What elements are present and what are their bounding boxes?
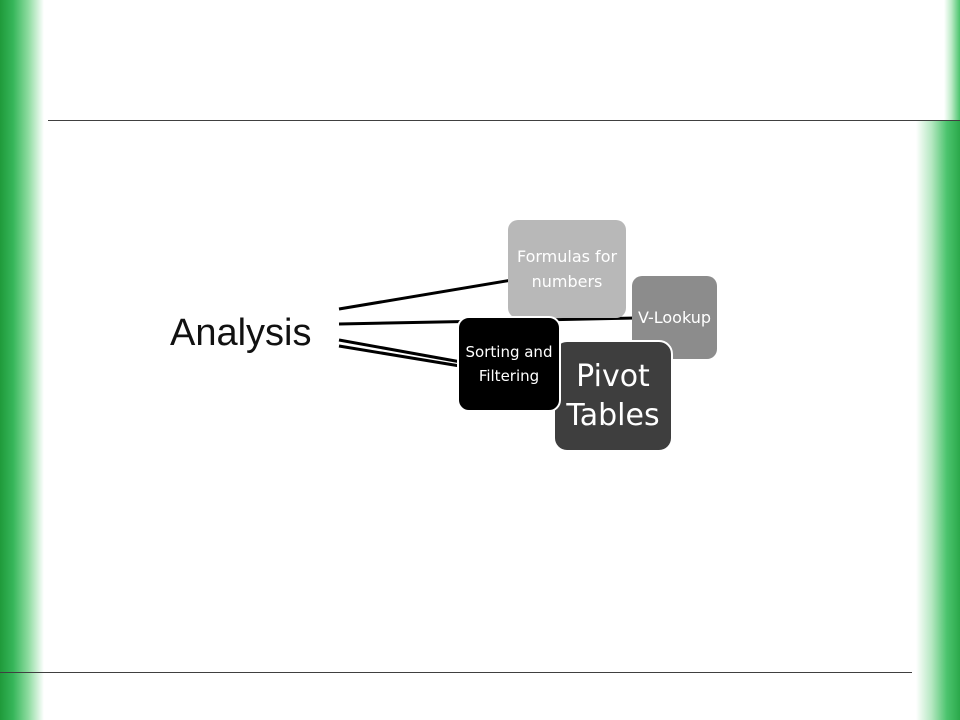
right-green-accent-bar-top	[944, 0, 960, 120]
connector-to-pivot	[338, 344, 461, 368]
right-green-accent-bar-bottom	[916, 120, 960, 720]
bottom-divider-line	[0, 672, 912, 673]
top-divider-line	[48, 120, 960, 121]
connector-to-formulas	[338, 278, 513, 311]
node-vlookup-label: V-Lookup	[637, 307, 712, 327]
node-formulas-for-numbers: Formulas for numbers	[508, 220, 626, 318]
node-formulas-label: Formulas for numbers	[516, 247, 618, 291]
node-sorting-and-filtering: Sorting and Filtering	[457, 316, 561, 412]
connector-to-sorting	[338, 338, 462, 364]
node-pivot-tables: Pivot Tables	[553, 340, 673, 452]
node-pivot-label: Pivot Tables	[566, 359, 660, 433]
node-sorting-label: Sorting and Filtering	[465, 343, 553, 385]
center-label-analysis: Analysis	[170, 312, 312, 354]
left-green-accent-bar	[0, 0, 44, 720]
